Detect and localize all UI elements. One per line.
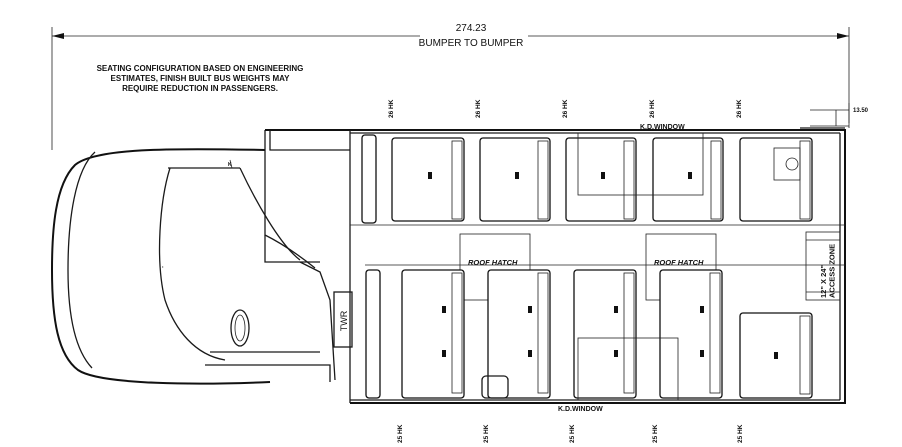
bottom-hk-labels: 25 HK 25 HK 25 HK 25 HK 25 HK — [397, 424, 744, 443]
bottom-hk-1: 25 HK — [397, 424, 404, 443]
roof-hatch-1: ROOF HATCH — [468, 258, 518, 267]
bus-outline: K • — [50, 127, 846, 404]
bottom-hk-5: 25 HK — [737, 424, 744, 443]
note-line-3: REQUIRE REDUCTION IN PASSENGERS. — [122, 84, 278, 93]
access-zone: 12" X 24"ACCESS ZONE — [805, 231, 841, 301]
note-line-2: ESTIMATES, FINISH BUILT BUS WEIGHTS MAY — [111, 74, 291, 83]
seat-bottom-3 — [487, 269, 551, 399]
kd-window-top-label: K.D.WINDOW — [640, 124, 685, 131]
seat-bottom-2 — [401, 269, 465, 399]
side-offset-dimension: 13.50 — [810, 103, 869, 128]
bottom-hk-2: 25 HK — [483, 424, 490, 443]
top-hk-3: 26 HK — [562, 99, 569, 118]
svg-text:•: • — [162, 264, 164, 269]
bottom-seat-row — [365, 269, 813, 401]
top-hk-4: 26 HK — [649, 99, 656, 118]
kd-window-bottom-label: K.D.WINDOW — [558, 406, 603, 413]
dimension-value: 274.23 — [456, 23, 487, 34]
seat-top-5 — [652, 137, 724, 222]
seat-bottom-4 — [573, 269, 637, 399]
seat-top-2 — [391, 137, 465, 222]
top-hk-labels: 26 HK 26 HK 26 HK 26 HK 26 HK — [388, 99, 743, 118]
seat-bottom-1 — [365, 269, 381, 399]
seat-top-6 — [739, 137, 813, 222]
svg-text:K: K — [228, 162, 232, 168]
side-offset-value: 13.50 — [853, 108, 869, 114]
dimension-label: BUMPER TO BUMPER — [419, 38, 524, 49]
top-seat-row — [361, 132, 813, 224]
note-line-1: SEATING CONFIGURATION BASED ON ENGINEERI… — [97, 64, 304, 73]
top-hk-1: 26 HK — [388, 99, 395, 118]
bottom-hk-3: 25 HK — [569, 424, 576, 443]
twr-box: TWR — [333, 291, 353, 348]
seating-note: SEATING CONFIGURATION BASED ON ENGINEERI… — [97, 64, 304, 93]
seat-bottom-5 — [659, 269, 723, 399]
seat-top-1 — [361, 134, 377, 224]
seat-top-3 — [479, 137, 551, 222]
seat-top-4 — [565, 137, 637, 222]
roof-hatch-2: ROOF HATCH — [654, 258, 704, 267]
access-zone-label: 12" X 24"ACCESS ZONE — [819, 244, 836, 298]
top-hk-2: 26 HK — [475, 99, 482, 118]
overall-dimension: 274.23 BUMPER TO BUMPER — [51, 23, 850, 150]
twr-label: TWR — [339, 310, 349, 331]
top-hk-5: 26 HK — [736, 99, 743, 118]
bottom-hk-4: 25 HK — [652, 424, 659, 443]
